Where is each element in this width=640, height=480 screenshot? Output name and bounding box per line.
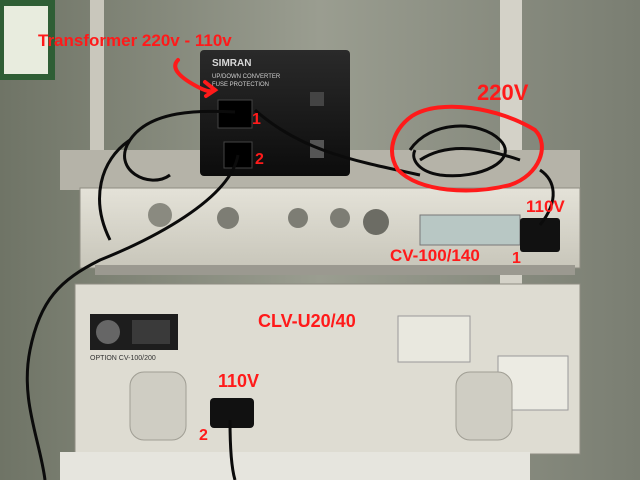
power-inlet-icon <box>520 218 560 252</box>
shelf-rail-left <box>90 0 104 150</box>
converter-text-2: FUSE PROTECTION <box>212 82 269 88</box>
outlet-1-label: 1 <box>252 111 261 128</box>
outlet-1-icon <box>217 99 253 129</box>
transformer-label: Transformer 220v - 110v <box>38 31 232 50</box>
voltage-220-label: 220V <box>477 80 529 105</box>
cables <box>25 108 555 480</box>
voltage-110-bottom-label: 110V <box>218 371 260 391</box>
cv-number-label: 1 <box>512 250 521 267</box>
clv-light-source: OPTION CV-100/200 <box>74 283 581 455</box>
brand-text: SIMRAN <box>212 58 251 69</box>
power-plug-icon <box>210 398 254 428</box>
outlet-2-label: 2 <box>255 151 264 168</box>
transformer-box: SIMRAN UP/DOWN CONVERTER FUSE PROTECTION <box>200 50 350 176</box>
cv-processor-unit <box>79 187 581 275</box>
cv-option-text: OPTION CV-100/200 <box>90 355 156 362</box>
cv-unit-label: CV-100/140 <box>390 246 480 265</box>
paper-notice <box>4 6 48 74</box>
bottom-number-label: 2 <box>199 427 208 444</box>
bottom-shelf <box>60 452 530 480</box>
clv-unit-label: CLV-U20/40 <box>258 311 356 331</box>
voltage-110-top-label: 110V <box>526 197 565 216</box>
red-marks <box>173 58 544 193</box>
converter-text-1: UP/DOWN CONVERTER <box>212 74 281 80</box>
